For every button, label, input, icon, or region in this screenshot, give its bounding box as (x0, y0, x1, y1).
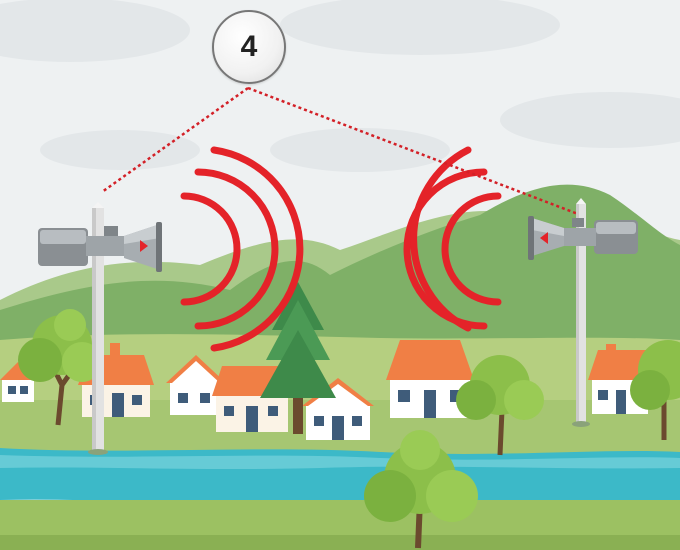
tree-icon (630, 340, 680, 440)
callout-lines (101, 86, 579, 216)
bottom-strip (0, 535, 680, 550)
siren-speaker-icon (38, 222, 162, 272)
tree-icon (364, 430, 478, 549)
house-icon (302, 378, 374, 440)
near-hills (0, 184, 680, 360)
pine-tree-icon (260, 282, 336, 434)
pole-icon (88, 202, 108, 455)
callout-number: 4 (240, 30, 258, 63)
river-highlight (0, 455, 680, 469)
sound-wave-icon (403, 146, 502, 332)
callout-badge: 4 (212, 10, 286, 84)
house-icon (166, 355, 226, 415)
house-icon (386, 340, 474, 418)
river (0, 448, 680, 504)
clouds (0, 0, 680, 172)
siren-speaker-icon (528, 216, 638, 260)
house-icon (588, 344, 648, 414)
tree-icon (456, 355, 544, 456)
pole-icon (572, 198, 590, 427)
sound-wave-icon (180, 146, 304, 352)
